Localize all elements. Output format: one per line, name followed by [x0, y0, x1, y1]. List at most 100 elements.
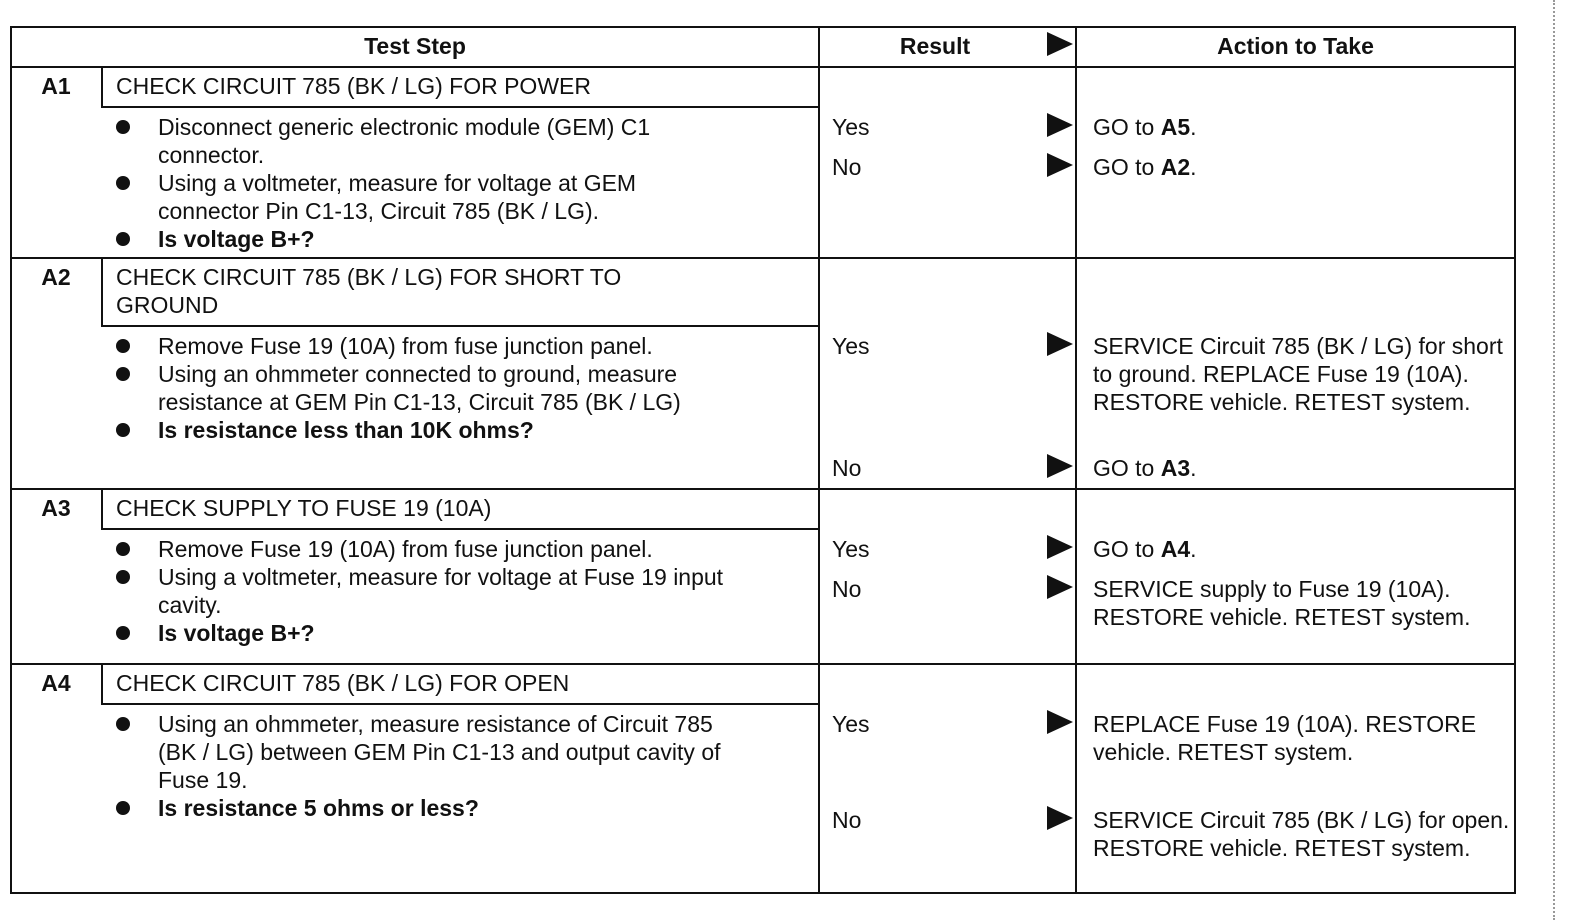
code-divider [101, 488, 103, 528]
instruction-text: Disconnect generic electronic module (GE… [158, 114, 651, 168]
bullet-icon [116, 232, 130, 246]
step-instructions: Remove Fuse 19 (10A) from fuse junction … [112, 535, 762, 647]
arrow-right-icon [1047, 575, 1073, 599]
step-code: A3 [41, 495, 71, 521]
result-yes: Yes [832, 114, 870, 140]
action-text: REPLACE Fuse 19 (10A). RESTORE vehicle. … [1093, 711, 1477, 765]
instruction-item: Remove Fuse 19 (10A) from fuse junction … [112, 332, 772, 360]
arrow-right-icon [1047, 454, 1073, 478]
action-text: GO to A2. [1093, 153, 1197, 181]
action-ref: A2 [1160, 154, 1191, 180]
result-yes: Yes [832, 536, 870, 562]
step-code: A4 [41, 670, 71, 696]
instruction-text: Using a voltmeter, measure for voltage a… [158, 170, 637, 224]
bullet-icon [116, 339, 130, 353]
action-ref: A4 [1160, 536, 1191, 562]
action-ref: A5 [1160, 114, 1191, 140]
action-prefix: GO to [1093, 536, 1161, 562]
bullet-icon [116, 570, 130, 584]
result-yes: Yes [832, 333, 870, 359]
result-no: No [832, 807, 862, 833]
instruction-text: Using an ohmmeter, measure resistance of… [158, 711, 721, 793]
action-suffix: . [1190, 536, 1197, 562]
header-arrow-icon [1047, 32, 1073, 56]
question-text: Is voltage B+? [158, 226, 315, 252]
action-text: SERVICE Circuit 785 (BK / LG) for short … [1093, 333, 1503, 415]
row-divider [12, 257, 1514, 259]
step-instructions: Using an ohmmeter, measure resistance of… [112, 710, 752, 822]
action-text: GO to A4. [1093, 535, 1197, 563]
page-edge-dotted-line [1553, 0, 1555, 920]
question-text: Is voltage B+? [158, 620, 315, 646]
title-divider [101, 703, 818, 705]
instruction-question: Is voltage B+? [112, 619, 762, 647]
result-no: No [832, 576, 862, 602]
bullet-icon [116, 542, 130, 556]
result-yes: Yes [832, 711, 870, 737]
diagnostic-table: Test Step Result Action to Take A1 CHECK… [10, 26, 1516, 894]
step-code: A1 [41, 73, 71, 99]
action-column-divider [1075, 28, 1077, 892]
code-divider [101, 663, 103, 703]
arrow-right-icon [1047, 535, 1073, 559]
title-divider [101, 325, 818, 327]
header-divider [12, 66, 1514, 68]
header-action: Action to Take [1217, 33, 1374, 59]
action-ref: A3 [1160, 455, 1191, 481]
arrow-right-icon [1047, 153, 1073, 177]
result-column-divider [818, 28, 820, 892]
step-title-line1: CHECK CIRCUIT 785 (BK / LG) FOR SHORT TO [116, 264, 622, 290]
bullet-icon [116, 176, 130, 190]
instruction-question: Is voltage B+? [112, 225, 722, 253]
code-divider [101, 257, 103, 325]
action-suffix: . [1190, 455, 1197, 481]
step-title-line2: GROUND [116, 292, 219, 318]
question-text: Is resistance 5 ohms or less? [158, 795, 479, 821]
instruction-item: Disconnect generic electronic module (GE… [112, 113, 722, 169]
bullet-icon [116, 717, 130, 731]
result-no: No [832, 455, 862, 481]
action-suffix: . [1190, 114, 1197, 140]
instruction-item: Using an ohmmeter, measure resistance of… [112, 710, 752, 794]
instruction-item: Remove Fuse 19 (10A) from fuse junction … [112, 535, 762, 563]
bullet-icon [116, 626, 130, 640]
question-text: Is resistance less than 10K ohms? [158, 417, 534, 443]
action-prefix: GO to [1093, 455, 1161, 481]
action-prefix: GO to [1093, 154, 1161, 180]
action-text: SERVICE supply to Fuse 19 (10A). RESTORE… [1093, 576, 1471, 630]
instruction-text: Remove Fuse 19 (10A) from fuse junction … [158, 536, 653, 562]
arrow-right-icon [1047, 332, 1073, 356]
instruction-text: Using a voltmeter, measure for voltage a… [158, 564, 724, 618]
instruction-item: Using a voltmeter, measure for voltage a… [112, 169, 722, 225]
action-text: SERVICE Circuit 785 (BK / LG) for open. … [1093, 807, 1510, 861]
step-instructions: Remove Fuse 19 (10A) from fuse junction … [112, 332, 772, 444]
step-title: CHECK SUPPLY TO FUSE 19 (10A) [116, 495, 492, 521]
action-text: GO to A5. [1093, 113, 1197, 141]
step-title: CHECK CIRCUIT 785 (BK / LG) FOR POWER [116, 73, 591, 99]
row-divider [12, 488, 1514, 490]
arrow-right-icon [1047, 113, 1073, 137]
bullet-icon [116, 120, 130, 134]
header-result: Result [899, 33, 971, 59]
instruction-question: Is resistance less than 10K ohms? [112, 416, 772, 444]
arrow-right-icon [1047, 710, 1073, 734]
step-instructions: Disconnect generic electronic module (GE… [112, 113, 722, 253]
instruction-item: Using a voltmeter, measure for voltage a… [112, 563, 762, 619]
instruction-item: Using an ohmmeter connected to ground, m… [112, 360, 772, 416]
row-divider [12, 663, 1514, 665]
code-divider [101, 66, 103, 106]
arrow-right-icon [1047, 806, 1073, 830]
title-divider [101, 528, 818, 530]
instruction-text: Remove Fuse 19 (10A) from fuse junction … [158, 333, 653, 359]
bullet-icon [116, 423, 130, 437]
result-no: No [832, 154, 862, 180]
action-suffix: . [1190, 154, 1197, 180]
step-title: CHECK CIRCUIT 785 (BK / LG) FOR OPEN [116, 670, 570, 696]
header-test-step: Test Step [364, 33, 466, 59]
bullet-icon [116, 367, 130, 381]
title-divider [101, 106, 818, 108]
instruction-text: Using an ohmmeter connected to ground, m… [158, 361, 681, 415]
step-code: A2 [41, 264, 71, 290]
action-text: GO to A3. [1093, 454, 1197, 482]
action-prefix: GO to [1093, 114, 1161, 140]
